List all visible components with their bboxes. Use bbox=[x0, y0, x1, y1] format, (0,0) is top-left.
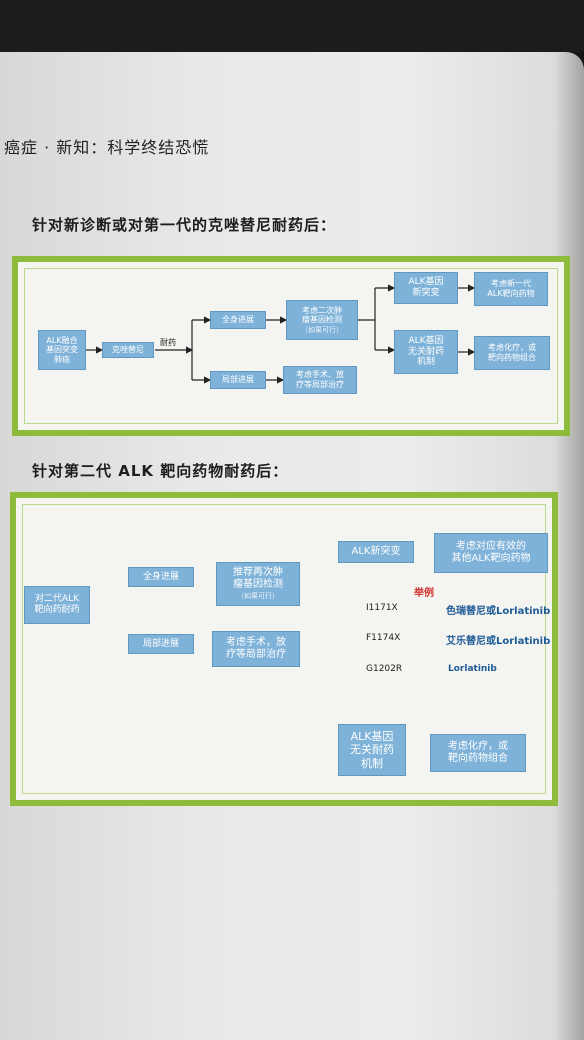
s2-systemic-box: 全身进展 bbox=[128, 567, 194, 587]
s2-new-mutation-box: ALK新突变 bbox=[338, 541, 414, 563]
running-header: 癌症 · 新知：科学终结恐慌 bbox=[4, 138, 210, 157]
section1-title: 针对新诊断或对第一代的克唑替尼耐药后： bbox=[32, 216, 337, 234]
s1-resist-label: 耐药 bbox=[160, 338, 176, 347]
s1-next-gen-box: 考虑新一代 ALK靶向药物 bbox=[474, 272, 548, 306]
example-mutation-2: F1174X bbox=[366, 633, 401, 643]
s1-rebiopsy-box: 考虑二次肿 瘤基因检测 （如果可行） bbox=[286, 300, 358, 340]
section2-title: 针对第二代 ALK 靶向药物耐药后： bbox=[32, 462, 289, 480]
s2-local-tx-box: 考虑手术，放 疗等局部治疗 bbox=[212, 631, 300, 667]
s2-rebiopsy-text: 推荐再次肿 瘤基因检测 bbox=[233, 567, 283, 591]
s1-rebiopsy-note: （如果可行） bbox=[301, 325, 343, 334]
s2-local-box: 局部进展 bbox=[128, 634, 194, 654]
s1-start-box: ALK融合 基因突变 肺癌 bbox=[38, 330, 86, 370]
s2-rebiopsy-box: 推荐再次肿 瘤基因检测 （如果可行） bbox=[216, 562, 300, 606]
s1-rebiopsy-text: 考虑二次肿 瘤基因检测 bbox=[302, 305, 342, 325]
s2-rebiopsy-note: （如果可行） bbox=[237, 592, 279, 601]
s1-other-mechanism-box: ALK基因 无关耐药 机制 bbox=[394, 330, 458, 374]
s1-drug-box: 克唑替尼 bbox=[102, 342, 154, 358]
example-drug-3: Lorlatinib bbox=[448, 664, 497, 674]
s2-effective-drug-box: 考虑对应有效的 其他ALK靶向药物 bbox=[434, 533, 548, 573]
examples-heading: 举例 bbox=[414, 588, 434, 599]
s1-chemo-box: 考虑化疗，或 靶向药物组合 bbox=[474, 336, 550, 370]
s1-local-box: 局部进展 bbox=[210, 371, 266, 389]
page-shadow bbox=[554, 52, 584, 1040]
s1-local-tx-box: 考虑手术、放 疗等局部治疗 bbox=[283, 366, 357, 394]
s1-new-mutation-box: ALK基因 新突变 bbox=[394, 272, 458, 304]
example-mutation-1: I1171X bbox=[366, 603, 398, 613]
s1-systemic-box: 全身进展 bbox=[210, 311, 266, 329]
example-drug-1: 色瑞替尼或Lorlatinib bbox=[446, 606, 551, 617]
s2-start-box: 对二代ALK 靶向药耐药 bbox=[24, 586, 90, 624]
example-drug-2: 艾乐替尼或Lorlatinib bbox=[446, 636, 551, 647]
s2-chemo-box: 考虑化疗，或 靶向药物组合 bbox=[430, 734, 526, 772]
example-mutation-3: G1202R bbox=[366, 664, 403, 674]
s2-other-mechanism-box: ALK基因 无关耐药 机制 bbox=[338, 724, 406, 776]
